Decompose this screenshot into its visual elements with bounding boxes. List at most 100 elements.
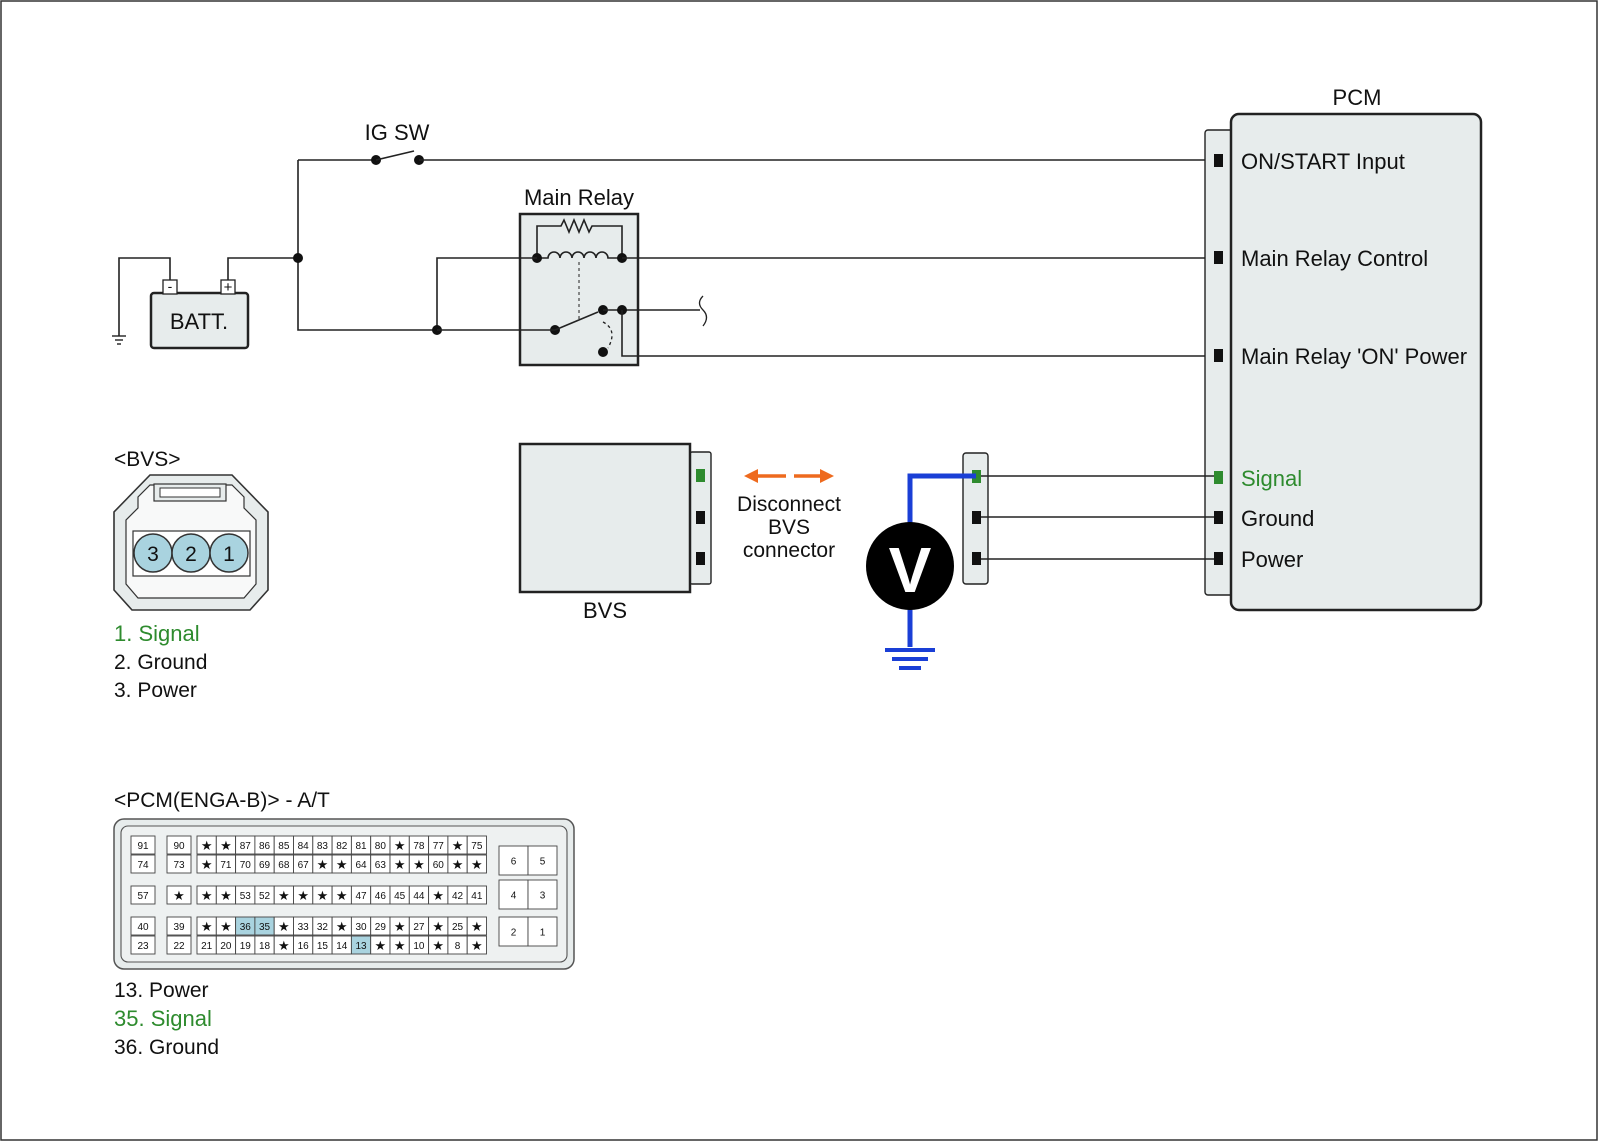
pcm-legend-ground: 36. Ground [114, 1036, 219, 1059]
pcm-pin-cell [166, 885, 192, 905]
pcm-pin-cell-label: 70 [240, 860, 252, 871]
pcm-pin-cell [130, 916, 156, 936]
pcm-pin-cell [498, 916, 529, 947]
pcm-pin-cell-label: 20 [220, 941, 232, 952]
battery: BATT. - + [149, 278, 250, 350]
pcm-connector-title: <PCM(ENGA-B)> - A/T [114, 789, 330, 812]
pcm-pin-cell-label: ★ [201, 857, 213, 872]
pcm-pin-cell-label: ★ [201, 919, 213, 934]
pcm-pin-cell-label: ★ [201, 888, 213, 903]
pcm-pin-cell-label: 47 [355, 891, 367, 902]
meter-ground-symbol [885, 648, 935, 670]
pcm-pin-cell-label: ★ [297, 888, 309, 903]
pcm-pin-cell-label: 18 [259, 941, 271, 952]
pcm-module [1204, 112, 1483, 612]
bvs-pin-3: 3 [147, 543, 159, 566]
pcm-pin-cell [130, 885, 156, 905]
bvs-legend-ground: 2. Ground [114, 651, 207, 674]
pcm-pin-cell-label: ★ [394, 938, 406, 953]
pcm-pin-cell-label: ★ [471, 938, 483, 953]
pcm-pin-cell-label: ★ [317, 857, 329, 872]
pcm-pin-cell-label: 23 [137, 941, 149, 952]
pcm-pin-on-start-input: ON/START Input [1241, 149, 1405, 174]
pcm-pin-cell-label: 33 [298, 922, 310, 933]
pcm-pin-cell-label: 77 [433, 841, 445, 852]
pcm-pin-cell-label: ★ [452, 857, 464, 872]
relay-coil-feed-wire [436, 257, 537, 330]
pcm-pin-cell [466, 935, 487, 955]
pcm-pin-cell-label: 74 [137, 860, 149, 871]
pcm-pin-cell-label: 64 [355, 860, 367, 871]
bvs-connector-face [113, 474, 269, 611]
wire-break-symbol [698, 295, 708, 327]
pcm-pin-cell-label: ★ [201, 838, 213, 853]
battery-plus-label: + [224, 279, 233, 296]
pcm-pin-cell-label: 60 [433, 860, 445, 871]
pcm-pin-cell-label: 39 [173, 922, 185, 933]
battery-ground-wire [118, 257, 171, 336]
pcm-pin-cell-label: ★ [471, 919, 483, 934]
pcm-pin-cell-label: ★ [413, 857, 425, 872]
pcm-pin-cell [166, 916, 192, 936]
pcm-pin-cell-label: 15 [317, 941, 329, 952]
pcm-pin-cell-label: 4 [511, 891, 517, 902]
pcm-pin-cell-label: 78 [413, 841, 425, 852]
battery-ground-symbol [112, 335, 126, 345]
pcm-pin-cell-label: ★ [317, 888, 329, 903]
main-relay-on-power-wire [621, 310, 1217, 357]
pcm-pin-cell-label: ★ [375, 938, 387, 953]
pcm-pin-cell-label: 84 [298, 841, 310, 852]
pcm-pin-cell-label: 16 [298, 941, 310, 952]
pcm-pin-cell [166, 854, 192, 874]
pcm-pin-cell-label: ★ [432, 888, 444, 903]
pcm-pin-cell-label: ★ [432, 938, 444, 953]
pcm-pin-cell-label: 36 [240, 922, 252, 933]
disconnect-arrows [744, 469, 834, 483]
voltmeter-probe-wire [907, 473, 976, 525]
bvs-pin-1: 1 [223, 543, 235, 566]
pcm-pin-cell-label: 2 [511, 928, 517, 939]
bvs-component-label: BVS [583, 598, 627, 623]
pcm-pin-cell-label: ★ [336, 857, 348, 872]
pcm-pin-cell-label: ★ [452, 838, 464, 853]
pcm-pin-cell [130, 835, 156, 855]
pcm-pin-cell-label: ★ [471, 857, 483, 872]
pcm-pin-cell-label: 35 [259, 922, 271, 933]
pcm-pin-cell-label: 14 [336, 941, 348, 952]
pcm-pin-cell [466, 835, 487, 855]
pcm-pin-cell-label: 27 [413, 922, 425, 933]
pcm-pin-main-relay-on-power: Main Relay 'ON' Power [1241, 344, 1467, 369]
pcm-pin-cell-label: 82 [336, 841, 348, 852]
battery-minus-label: - [168, 278, 173, 294]
bvs-connector-title: <BVS> [114, 448, 181, 471]
disconnect-label-line3: connector [743, 539, 835, 562]
pcm-pin-cell-label: 90 [173, 841, 185, 852]
pcm-pin-cell-label: 5 [540, 857, 546, 868]
pcm-pin-cell-label: ★ [220, 838, 232, 853]
pcm-pin-cell-label: 85 [278, 841, 290, 852]
pcm-pin-cell-label: ★ [278, 919, 290, 934]
pcm-pin-cell-label: ★ [220, 888, 232, 903]
bvs-legend-power: 3. Power [114, 679, 197, 702]
pcm-pin-main-relay-control: Main Relay Control [1241, 246, 1428, 271]
pcm-pin-cell-label: 71 [220, 860, 232, 871]
pcm-pin-cell-label: 91 [137, 841, 149, 852]
junction-dot [293, 253, 303, 263]
pcm-pin-cell [527, 879, 558, 910]
pcm-pin-cell-label: 45 [394, 891, 406, 902]
pcm-pin-cell-label: 25 [452, 922, 464, 933]
pcm-pin-cell-label: 10 [413, 941, 425, 952]
ignition-switch [298, 150, 1217, 165]
pcm-pin-cell-label: ★ [432, 919, 444, 934]
pcm-pin-cell-label: 6 [511, 857, 517, 868]
pcm-pin-cell [130, 935, 156, 955]
pcm-pin-cell-label: 8 [455, 941, 461, 952]
pcm-pin-cell [527, 845, 558, 876]
pcm-pin-cell-label: 41 [471, 891, 483, 902]
bvs-component [518, 442, 712, 594]
main-relay [518, 212, 640, 367]
pcm-pin-cell [166, 835, 192, 855]
voltmeter: V [866, 522, 954, 610]
